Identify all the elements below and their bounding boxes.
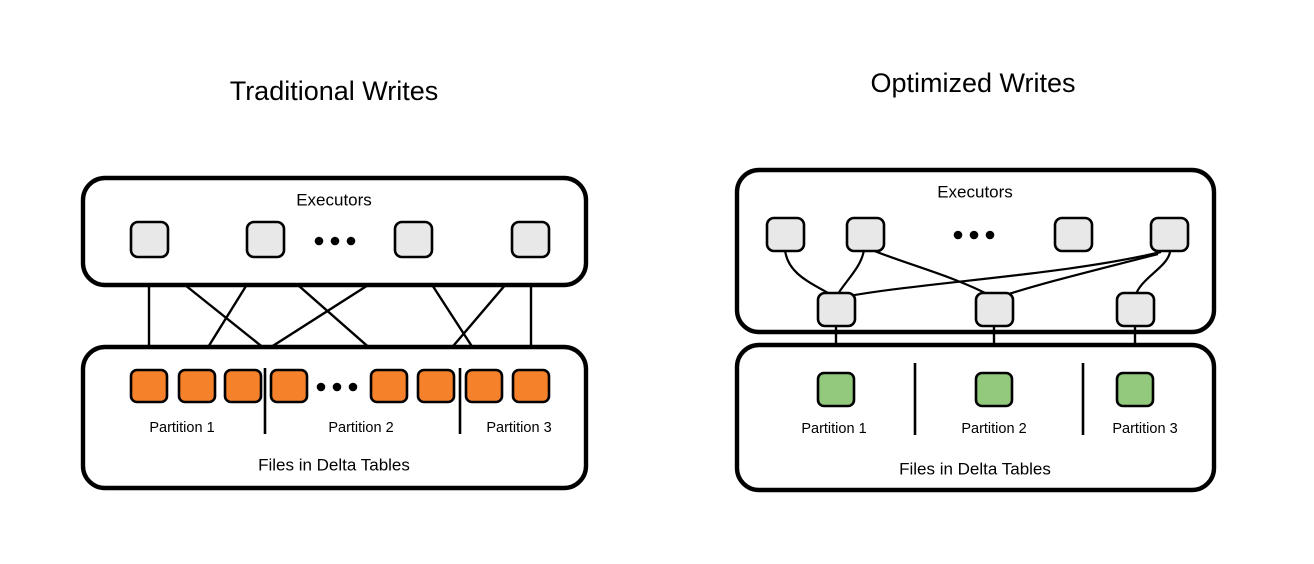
traditional-executor-2[interactable] bbox=[245, 220, 286, 259]
traditional-executor-1[interactable] bbox=[129, 220, 170, 259]
optimized-partition-label-1: Partition 1 bbox=[801, 421, 866, 437]
optimized-file-2[interactable] bbox=[974, 371, 1014, 408]
traditional-file-1[interactable] bbox=[129, 368, 169, 404]
traditional-executors-container bbox=[80, 175, 589, 288]
optimized-file-1[interactable] bbox=[816, 371, 856, 408]
optimized-executors-label: Executors bbox=[937, 182, 1013, 201]
optimized-executors-container bbox=[734, 167, 1217, 335]
traditional-executors-ellipsis-icon bbox=[314, 236, 356, 246]
optimized-executor-4[interactable] bbox=[1149, 216, 1190, 253]
traditional-storage-label: Files in Delta Tables bbox=[258, 455, 410, 474]
traditional-file-4[interactable] bbox=[269, 368, 309, 404]
traditional-file-8[interactable] bbox=[511, 368, 551, 404]
traditional-file-3[interactable] bbox=[223, 368, 263, 404]
traditional-executors-label: Executors bbox=[296, 190, 372, 209]
panel-traditional-writes: Traditional Writes Executors bbox=[80, 76, 589, 491]
optimized-executor-2[interactable] bbox=[845, 216, 886, 253]
optimized-file-3[interactable] bbox=[1115, 371, 1155, 408]
optimized-writer-node-1[interactable] bbox=[816, 291, 857, 328]
traditional-file-5[interactable] bbox=[369, 368, 409, 404]
optimized-executor-1[interactable] bbox=[765, 216, 806, 253]
panel-optimized-writes: Optimized Writes Executors bbox=[734, 68, 1217, 493]
optimized-partition-label-2: Partition 2 bbox=[961, 421, 1026, 437]
traditional-executor-4[interactable] bbox=[510, 220, 551, 259]
optimized-storage-container bbox=[734, 342, 1217, 493]
traditional-partition-label-1: Partition 1 bbox=[149, 420, 214, 436]
traditional-file-7[interactable] bbox=[464, 368, 504, 404]
traditional-file-6[interactable] bbox=[416, 368, 456, 404]
panel-title-optimized: Optimized Writes bbox=[870, 68, 1075, 98]
optimized-writer-node-3[interactable] bbox=[1115, 291, 1156, 328]
traditional-file-2[interactable] bbox=[177, 368, 217, 404]
optimized-partition-label-3: Partition 3 bbox=[1112, 421, 1177, 437]
traditional-partition-label-3: Partition 3 bbox=[486, 420, 551, 436]
optimized-storage-label: Files in Delta Tables bbox=[899, 459, 1051, 478]
panel-title-traditional: Traditional Writes bbox=[230, 76, 439, 106]
optimized-executor-3[interactable] bbox=[1053, 216, 1094, 253]
optimized-writer-node-2[interactable] bbox=[974, 291, 1015, 328]
traditional-executor-3[interactable] bbox=[393, 220, 434, 259]
optimized-executors-ellipsis-icon bbox=[953, 230, 995, 240]
traditional-partition-label-2: Partition 2 bbox=[328, 420, 393, 436]
traditional-files-ellipsis-icon bbox=[316, 382, 358, 392]
